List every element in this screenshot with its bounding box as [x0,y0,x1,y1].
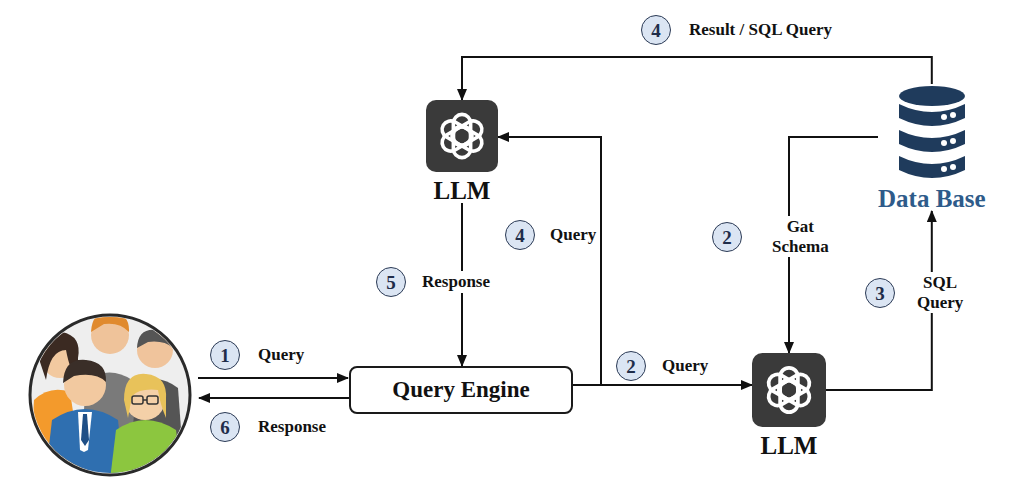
database-node: Data Base [878,84,986,211]
user-query-arrow [198,377,348,379]
database-icon [897,84,967,180]
edge-label: Result / SQL Query [687,19,834,41]
node-label: LLM [434,178,491,203]
connector [498,137,601,385]
llm-node: LLM [426,100,498,203]
node-label: LLM [761,433,818,458]
flow-label: Response [256,417,328,437]
llm-node: LLM [752,353,826,458]
edge-label: Gat Schema [770,216,831,257]
callout-number: 3 [865,278,895,308]
callout-number: 6 [210,412,240,442]
process-box: Query Engine [349,366,573,414]
callout-number: 4 [641,15,671,45]
edge-label: Response [420,271,492,293]
edge-label: Query [548,224,598,246]
callout-number: 2 [616,351,646,381]
callout-number: 1 [210,340,240,370]
box-label: Query Engine [392,377,529,403]
callout-number: 5 [376,267,406,297]
edge-label: Query [660,355,710,377]
connector [462,57,932,100]
callout-number: 2 [712,222,742,252]
node-label: Data Base [878,186,986,211]
flow-label: Query [256,345,306,365]
callout-number: 4 [505,220,535,250]
llm-icon [752,353,826,427]
llm-icon [426,100,498,172]
users-people [30,312,184,480]
user-response-arrow [199,397,349,399]
edge-label: SQL Query [915,272,965,313]
